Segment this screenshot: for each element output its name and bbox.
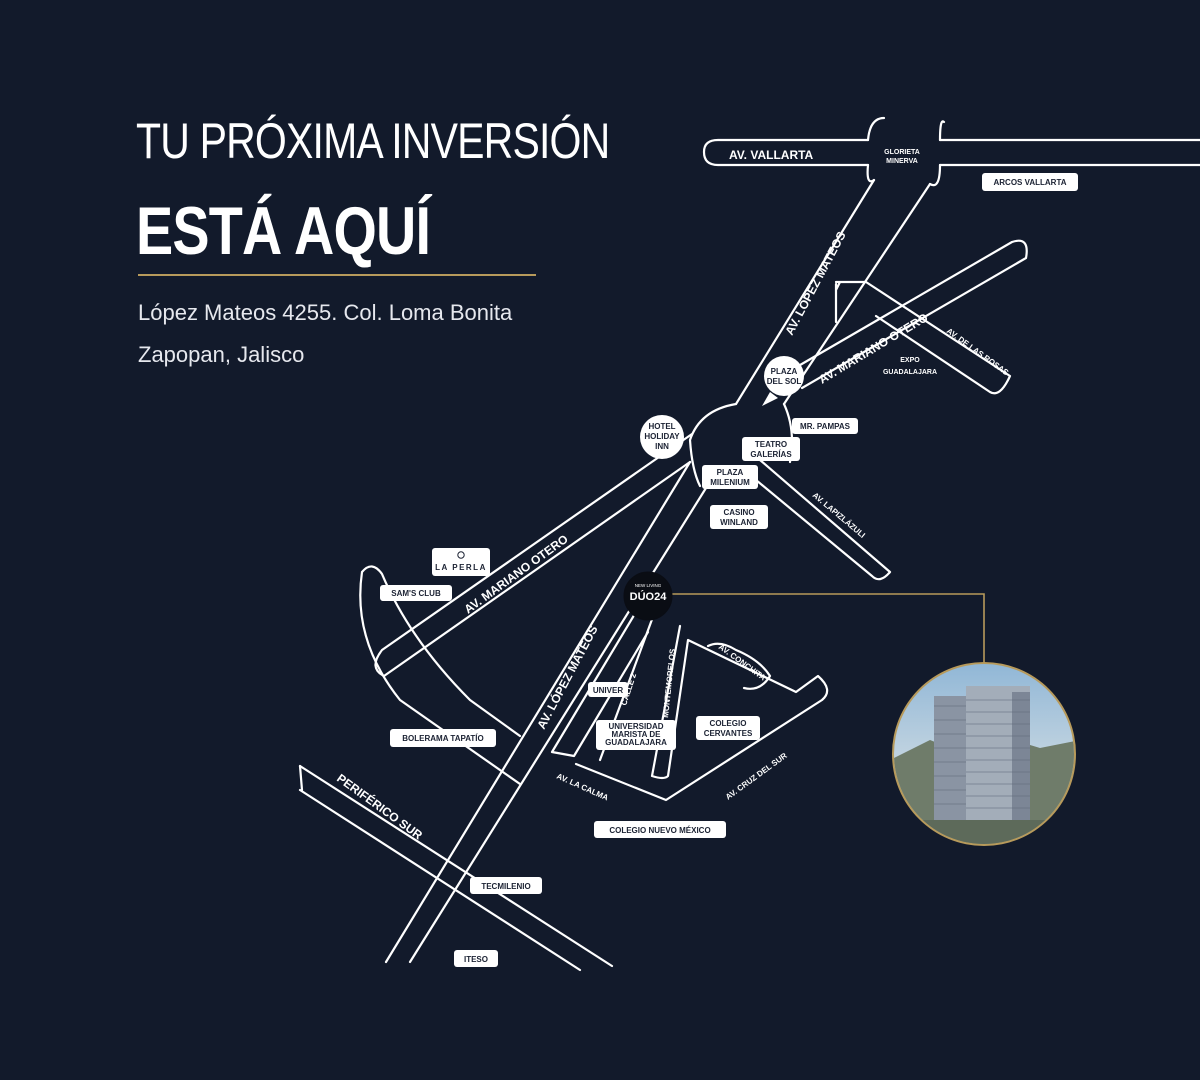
label-periferico-sur: PERIFÉRICO SUR: [334, 770, 426, 842]
marista-line3: GUADALAJARA: [605, 738, 667, 747]
tag-colegio-nuevo-mexico: [594, 821, 726, 838]
label-av-vallarta: AV. VALLARTA: [729, 148, 814, 162]
tag-la-perla: [432, 548, 490, 576]
expo-line1: EXPO: [900, 357, 920, 364]
tecmilenio-label: TECMILENIO: [481, 882, 530, 891]
expo-line2: GUADALAJARA: [883, 369, 937, 376]
holiday-inn-line2: HOLIDAY: [644, 432, 680, 441]
teatro-galerias-line1: TEATRO: [755, 440, 787, 449]
road-expo-block: [834, 280, 1012, 395]
poi-tag-labels: ARCOS VALLARTA MR. PAMPAS TEATRO GALERÍA…: [391, 178, 1066, 964]
colegio-nuevo-mexico-label: COLEGIO NUEVO MÉXICO: [609, 826, 710, 835]
mr-pampas-label: MR. PAMPAS: [800, 422, 851, 431]
marista-line2: MARISTA DE: [612, 730, 662, 739]
address-line-1: López Mateos 4255. Col. Loma Bonita: [138, 300, 513, 325]
bolerama-label: BOLERAMA TAPATÍO: [402, 734, 483, 743]
tag-teatro-galerias: [742, 437, 800, 461]
label-montemorelos: MONTEMORELOS: [661, 648, 677, 719]
poi-tags: [380, 173, 1078, 967]
marker-top-text: NEW LIVING: [635, 583, 662, 588]
plaza-milenium-line2: MILENIUM: [710, 478, 750, 487]
marker-brand: DÚO24: [630, 590, 668, 603]
duo24-marker: NEW LIVING DÚO24: [623, 571, 985, 664]
address-line-2: Zapopan, Jalisco: [138, 342, 305, 367]
road-local-grid: [550, 610, 829, 802]
label-conchita: AV. CONCHITA: [717, 642, 768, 682]
label-de-las-rosas: AV. DE LAS ROSAS: [945, 326, 1011, 377]
plaza-del-sol-line1: PLAZA: [771, 367, 798, 376]
sams-club-label: SAM'S CLUB: [391, 589, 441, 598]
road-lapizlazuli: [754, 458, 892, 581]
univer-label: UNIVER: [593, 686, 623, 695]
road-periferico-cap: [298, 764, 304, 792]
tag-univer: [588, 682, 628, 697]
tag-plaza-milenium: [702, 465, 758, 489]
colegio-cervantes-line2: CERVANTES: [704, 729, 753, 738]
road-periferico-sur: [298, 764, 614, 972]
tag-mr-pampas: [792, 418, 858, 434]
marista-line1: UNIVERSIDAD: [608, 722, 663, 731]
tag-casino-winland: [710, 505, 768, 529]
tag-colegio-cervantes: [696, 716, 760, 740]
label-la-calma: AV. LA CALMA: [555, 772, 610, 803]
tag-tecmilenio: [470, 877, 542, 894]
road-av-vallarta-east: [938, 138, 1200, 167]
pin-hotel-holiday-inn: HOTEL HOLIDAY INN: [640, 415, 684, 459]
gold-divider: [138, 274, 536, 276]
plaza-del-sol-line2: DEL SOL: [767, 377, 802, 386]
pin-plaza-del-sol: PLAZA DEL SOL: [762, 356, 804, 406]
road-lopez-mateos-n-e: [782, 182, 932, 406]
building-window-lines: [934, 699, 1030, 809]
tag-iteso: [454, 950, 498, 967]
casino-winland-line1: CASINO: [723, 508, 754, 517]
plaza-del-sol-pointer-icon: [762, 392, 778, 406]
tag-bolerama-tapatio: [390, 729, 496, 747]
teatro-galerias-line2: GALERÍAS: [750, 450, 792, 459]
tag-sams-club: [380, 585, 452, 601]
hero-title-line2: ESTÁ AQUÍ: [136, 193, 431, 269]
road-mariano-otero-n: [786, 239, 1028, 390]
arcos-vallarta-label: ARCOS VALLARTA: [993, 178, 1066, 187]
glorieta-minerva-line2: MINERVA: [886, 158, 918, 165]
label-cruz-del-sur: AV. CRUZ DEL SUR: [724, 751, 789, 802]
plain-place-labels: GLORIETA MINERVA EXPO GUADALAJARA: [883, 149, 937, 376]
la-perla-logo-icon: [457, 551, 465, 559]
label-lopez-mateos-s: AV. LÓPEZ MATEOS: [533, 623, 600, 732]
road-glorieta: [866, 116, 946, 187]
marker-leader-line: [672, 593, 985, 664]
tag-arcos-vallarta: [982, 173, 1078, 191]
plaza-milenium-line1: PLAZA: [717, 468, 744, 477]
building-photo: [892, 662, 1076, 846]
road-lopez-mateos-n-w: [734, 178, 876, 406]
holiday-inn-line3: INN: [655, 442, 669, 451]
colegio-cervantes-line1: COLEGIO: [710, 719, 747, 728]
hero-title-line1: TU PRÓXIMA INVERSIÓN: [136, 113, 610, 169]
iteso-label: ITESO: [464, 955, 488, 964]
la-perla-label: LA PERLA: [435, 563, 487, 572]
glorieta-minerva-line1: GLORIETA: [884, 149, 920, 156]
holiday-inn-line1: HOTEL: [648, 422, 675, 431]
road-network: [298, 116, 1200, 972]
casino-winland-line2: WINLAND: [720, 518, 758, 527]
tag-universidad-marista: [596, 720, 676, 750]
road-av-vallarta: [702, 138, 870, 167]
